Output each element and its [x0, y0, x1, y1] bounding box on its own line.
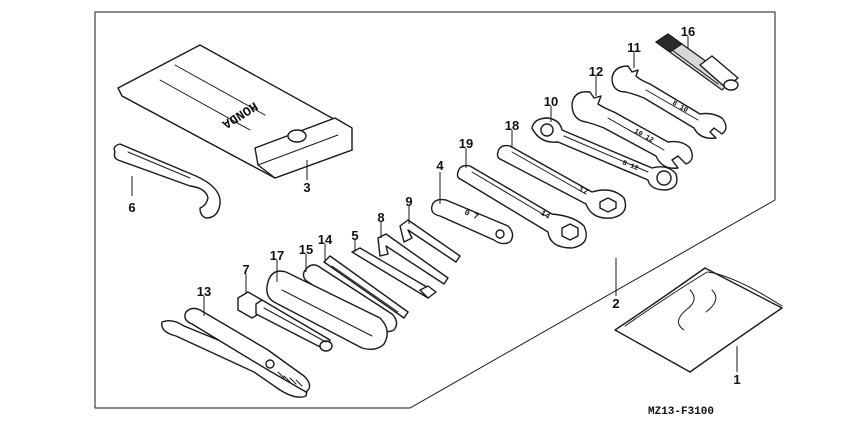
wrench-18-drawing: 17 — [496, 144, 627, 219]
callout-numbers: 1 2 3 4 5 6 7 8 9 10 11 12 13 14 15 16 1… — [128, 24, 740, 387]
tool-set-frame-outline — [94, 11, 776, 409]
callout-1: 1 — [733, 372, 740, 387]
screwdriver-14-drawing — [323, 255, 409, 319]
open-end-wrench-11-drawing: 8 10 — [611, 65, 727, 139]
wrench-18-mark: 17 — [577, 185, 590, 198]
callout-16: 16 — [681, 24, 695, 39]
callout-6: 6 — [128, 200, 135, 215]
wrench-19-mark: 14 — [538, 209, 551, 222]
box-wrench-drawing: 8 12 — [531, 117, 678, 191]
callout-5: 5 — [351, 228, 358, 243]
callout-9: 9 — [405, 194, 412, 209]
pin-spanner-drawing — [113, 143, 221, 219]
screwdriver-5-drawing — [351, 247, 437, 299]
wrench-19-drawing: 14 — [456, 164, 587, 249]
callout-17: 17 — [270, 248, 284, 263]
hex-key-8-drawing — [377, 233, 449, 285]
callout-18: 18 — [505, 118, 519, 133]
hex-key-9-drawing — [399, 219, 461, 263]
callout-13: 13 — [197, 284, 211, 299]
callout-8: 8 — [377, 210, 384, 225]
leader-lines — [131, 36, 738, 372]
callout-2: 2 — [612, 296, 619, 311]
handle-sleeve-drawing — [266, 270, 388, 351]
spark-plug-wrench-drawing — [237, 291, 333, 352]
extension-socket-drawing — [654, 33, 739, 91]
wrench-4-drawing: 0 7 — [430, 198, 514, 245]
tool-bag-drawing: HONDA — [117, 44, 353, 179]
callout-4: 4 — [436, 158, 444, 173]
open-end-wrench-12-drawing: 10 12 — [571, 91, 693, 169]
callout-19: 19 — [459, 136, 473, 151]
callout-3: 3 — [303, 180, 310, 195]
callout-11: 11 — [627, 40, 641, 55]
figure-code: MZ13-F3100 — [648, 406, 714, 418]
callout-7: 7 — [242, 262, 249, 277]
callout-15: 15 — [299, 242, 313, 257]
callout-14: 14 — [318, 232, 333, 247]
callout-12: 12 — [589, 64, 603, 79]
tool-manual-bag-drawing — [614, 267, 783, 373]
pliers-drawing — [161, 307, 311, 398]
callout-10: 10 — [544, 94, 558, 109]
